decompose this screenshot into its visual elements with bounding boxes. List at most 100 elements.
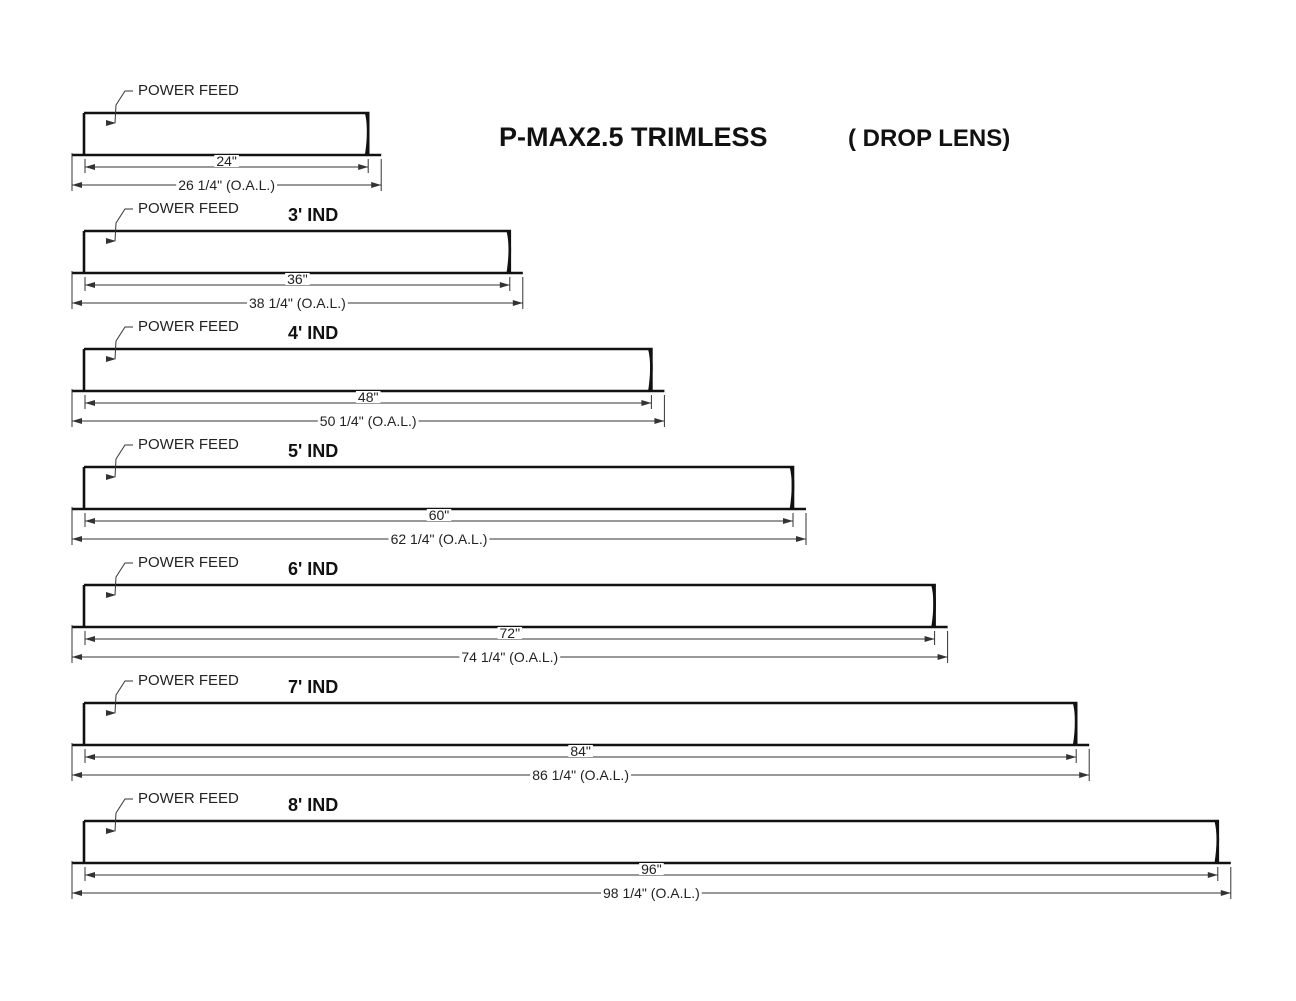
power-feed-arrow <box>106 828 116 834</box>
nominal-arrow-right <box>499 282 510 288</box>
fixture-end-cap <box>1214 820 1220 864</box>
nominal-arrow-left <box>85 400 95 406</box>
power-feed-label: POWER FEED <box>138 554 239 571</box>
nominal-arrow-left <box>85 872 95 878</box>
nominal-label-backing <box>355 391 381 403</box>
fixture-size-label: 3' IND <box>288 205 338 225</box>
fixture-end-cap <box>1072 702 1078 746</box>
nominal-arrow-right <box>641 400 652 406</box>
nominal-label-backing <box>639 863 664 875</box>
fixture-body <box>72 583 948 629</box>
oal-length-label: 74 1/4" (O.A.L.) <box>461 649 558 665</box>
nominal-length-label: 48" <box>358 389 379 405</box>
fixture-4: POWER FEED 5' IND 60" 62 1/4" (O.A.L.) <box>71 436 807 547</box>
fixture-body <box>72 347 665 393</box>
fixture-size-label: 8' IND <box>288 795 338 815</box>
fixture-1: POWER FEED 24" 26 1/4" (O.A.L.) <box>71 82 382 193</box>
diagram-subtitle: ( DROP LENS) <box>848 125 1010 152</box>
oal-arrow-left <box>72 182 82 188</box>
power-feed-leader <box>114 680 133 714</box>
nominal-length-label: 96" <box>641 861 662 877</box>
oal-length-label: 50 1/4" (O.A.L.) <box>320 413 417 429</box>
nominal-length-label: 24" <box>216 153 237 169</box>
oal-label-backing <box>247 295 348 311</box>
nominal-arrow-right <box>358 164 369 170</box>
oal-arrow-right <box>371 182 382 188</box>
fixture-end-cap <box>364 112 370 156</box>
power-feed-label: POWER FEED <box>138 790 239 807</box>
power-feed-leader <box>114 208 133 242</box>
oal-arrow-right <box>937 654 948 660</box>
oal-arrow-left <box>72 300 82 306</box>
power-feed-arrow <box>106 592 116 598</box>
oal-length-label: 38 1/4" (O.A.L.) <box>249 295 346 311</box>
nominal-label-backing <box>285 273 310 285</box>
oal-arrow-right <box>654 418 665 424</box>
nominal-label-backing <box>214 155 239 167</box>
power-feed-arrow <box>106 710 116 716</box>
power-feed-arrow <box>106 120 116 126</box>
oal-arrow-left <box>72 654 82 660</box>
power-feed-leader <box>114 444 133 478</box>
fixture-size-label: 4' IND <box>288 323 338 343</box>
oal-arrow-left <box>72 890 82 896</box>
oal-arrow-left <box>72 536 82 542</box>
oal-arrow-right <box>1079 772 1090 778</box>
oal-label-backing <box>176 177 277 193</box>
power-feed-label: POWER FEED <box>138 436 239 453</box>
power-feed-leader <box>114 798 133 832</box>
nominal-label-backing <box>497 627 523 639</box>
nominal-arrow-left <box>85 518 95 524</box>
fixture-end-cap <box>931 584 936 628</box>
fixture-body <box>72 701 1090 747</box>
nominal-length-label: 36" <box>287 271 308 287</box>
nominal-arrow-right <box>783 518 793 524</box>
nominal-arrow-right <box>1207 872 1218 878</box>
nominal-length-label: 72" <box>500 625 521 641</box>
oal-length-label: 98 1/4" (O.A.L.) <box>603 885 700 901</box>
power-feed-leader <box>114 562 133 596</box>
oal-arrow-left <box>72 772 82 778</box>
fixture-size-label: 7' IND <box>288 677 338 697</box>
nominal-arrow-left <box>85 754 95 760</box>
fixture-size-label: 6' IND <box>288 559 338 579</box>
nominal-arrow-left <box>85 164 95 170</box>
fixture-end-cap <box>506 230 512 274</box>
power-feed-arrow <box>106 474 116 480</box>
power-feed-label: POWER FEED <box>138 82 239 99</box>
power-feed-label: POWER FEED <box>138 318 239 335</box>
oal-label-backing <box>601 885 702 901</box>
oal-length-label: 62 1/4" (O.A.L.) <box>391 531 488 547</box>
power-feed-label: POWER FEED <box>138 200 239 217</box>
nominal-label-backing <box>568 745 593 757</box>
oal-label-backing <box>388 531 490 547</box>
nominal-arrow-left <box>85 282 95 288</box>
fixture-7: POWER FEED 8' IND 96" 98 1/4" (O.A.L.) <box>71 790 1232 901</box>
oal-arrow-left <box>72 418 82 424</box>
nominal-arrow-right <box>1066 754 1077 760</box>
fixture-3: POWER FEED 4' IND 48" 50 1/4" (O.A.L.) <box>71 318 665 429</box>
oal-arrow-right <box>796 536 806 542</box>
fixture-body <box>72 819 1231 865</box>
nominal-length-label: 60" <box>429 507 450 523</box>
nominal-length-label: 84" <box>570 743 591 759</box>
fixture-2: POWER FEED 3' IND 36" 38 1/4" (O.A.L.) <box>71 200 524 311</box>
fixture-body <box>72 111 382 157</box>
fixture-5: POWER FEED 6' IND 72" 74 1/4" (O.A.L.) <box>71 554 949 665</box>
nominal-arrow-right <box>924 636 935 642</box>
power-feed-label: POWER FEED <box>138 672 239 689</box>
power-feed-leader <box>114 326 133 360</box>
oal-length-label: 86 1/4" (O.A.L.) <box>532 767 629 783</box>
fixture-end-cap <box>789 466 795 510</box>
fixture-6: POWER FEED 7' IND 84" 86 1/4" (O.A.L.) <box>71 672 1090 783</box>
fixtures-layer: POWER FEED 24" 26 1/4" (O.A.L.) POWER FEED 3… <box>71 82 1232 901</box>
fixture-body <box>72 229 523 275</box>
fixture-end-cap <box>648 348 653 392</box>
oal-length-label: 26 1/4" (O.A.L.) <box>178 177 275 193</box>
fixture-size-label: 5' IND <box>288 441 338 461</box>
power-feed-arrow <box>106 356 116 362</box>
nominal-arrow-left <box>85 636 95 642</box>
oal-label-backing <box>317 413 419 429</box>
oal-label-backing <box>459 649 561 665</box>
